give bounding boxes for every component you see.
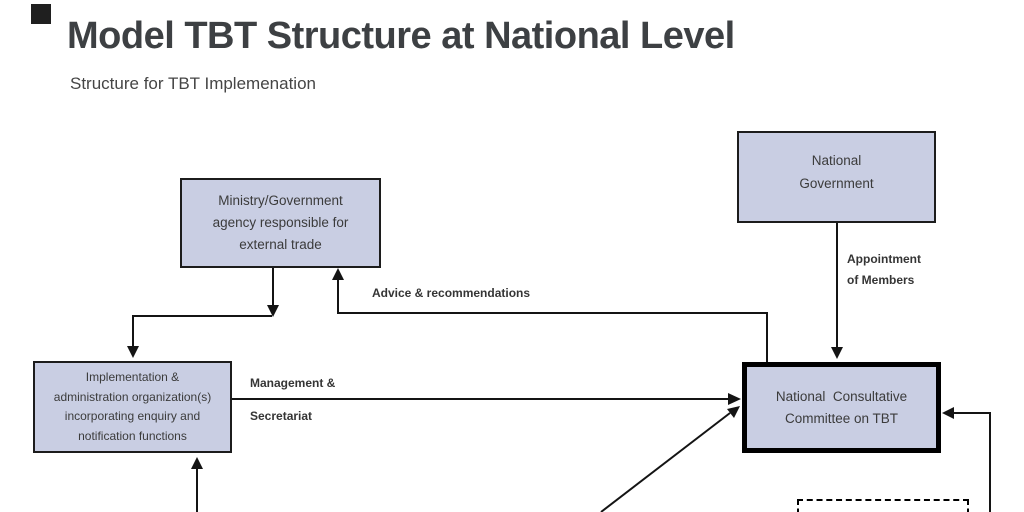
arrow-implementation-to-committee [232,393,741,405]
box-text-line: Committee on TBT [784,410,899,426]
page-title: Model TBT Structure at National Level [67,15,735,57]
advice-recommendations-label: Advice & recommendations [372,286,531,300]
box-text-line: incorporating enquiry and [64,409,201,423]
dashed-box-partial [797,499,969,512]
arrow-ministry-to-implementation [127,268,279,358]
box-text-line: National Consultative [775,388,908,404]
management-label: Management & [250,376,336,390]
box-text-line: Government [799,176,874,191]
box-text-line: administration organization(s) [53,389,212,404]
arrow-bottom-to-implementation [191,457,203,512]
national-government-box: National Government [737,131,936,223]
appointment-label-line2: of Members [847,273,915,287]
box-text-line: Implementation & [85,370,180,384]
committee-box: National Consultative Committee on TBT [742,362,941,453]
ministry-box: Ministry/Government agency responsible f… [180,178,381,268]
implementation-box: Implementation & administration organiza… [33,361,232,453]
page-subtitle: Structure for TBT Implemenation [70,74,316,93]
box-text-line: agency responsible for [212,215,349,230]
box-text-line: notification functions [78,428,187,443]
implementation-box-label: Implementation & administration organiza… [35,368,230,446]
box-text-line: Ministry/Government [218,193,343,208]
national-government-box-label: National Government [739,149,934,195]
arrow-diagonal-to-committee [600,406,740,512]
appointment-label-line1: Appointment [847,252,921,266]
box-text-line: National [811,153,862,168]
secretariat-label: Secretariat [250,409,313,423]
committee-box-label: National Consultative Committee on TBT [747,386,936,430]
arrow-government-to-committee [831,223,843,359]
slide-corner-decoration [31,4,51,24]
ministry-box-label: Ministry/Government agency responsible f… [182,190,379,256]
arrow-right-to-committee [942,407,991,512]
arrow-committee-to-ministry-advice [332,268,768,362]
box-text-line: external trade [239,237,322,252]
